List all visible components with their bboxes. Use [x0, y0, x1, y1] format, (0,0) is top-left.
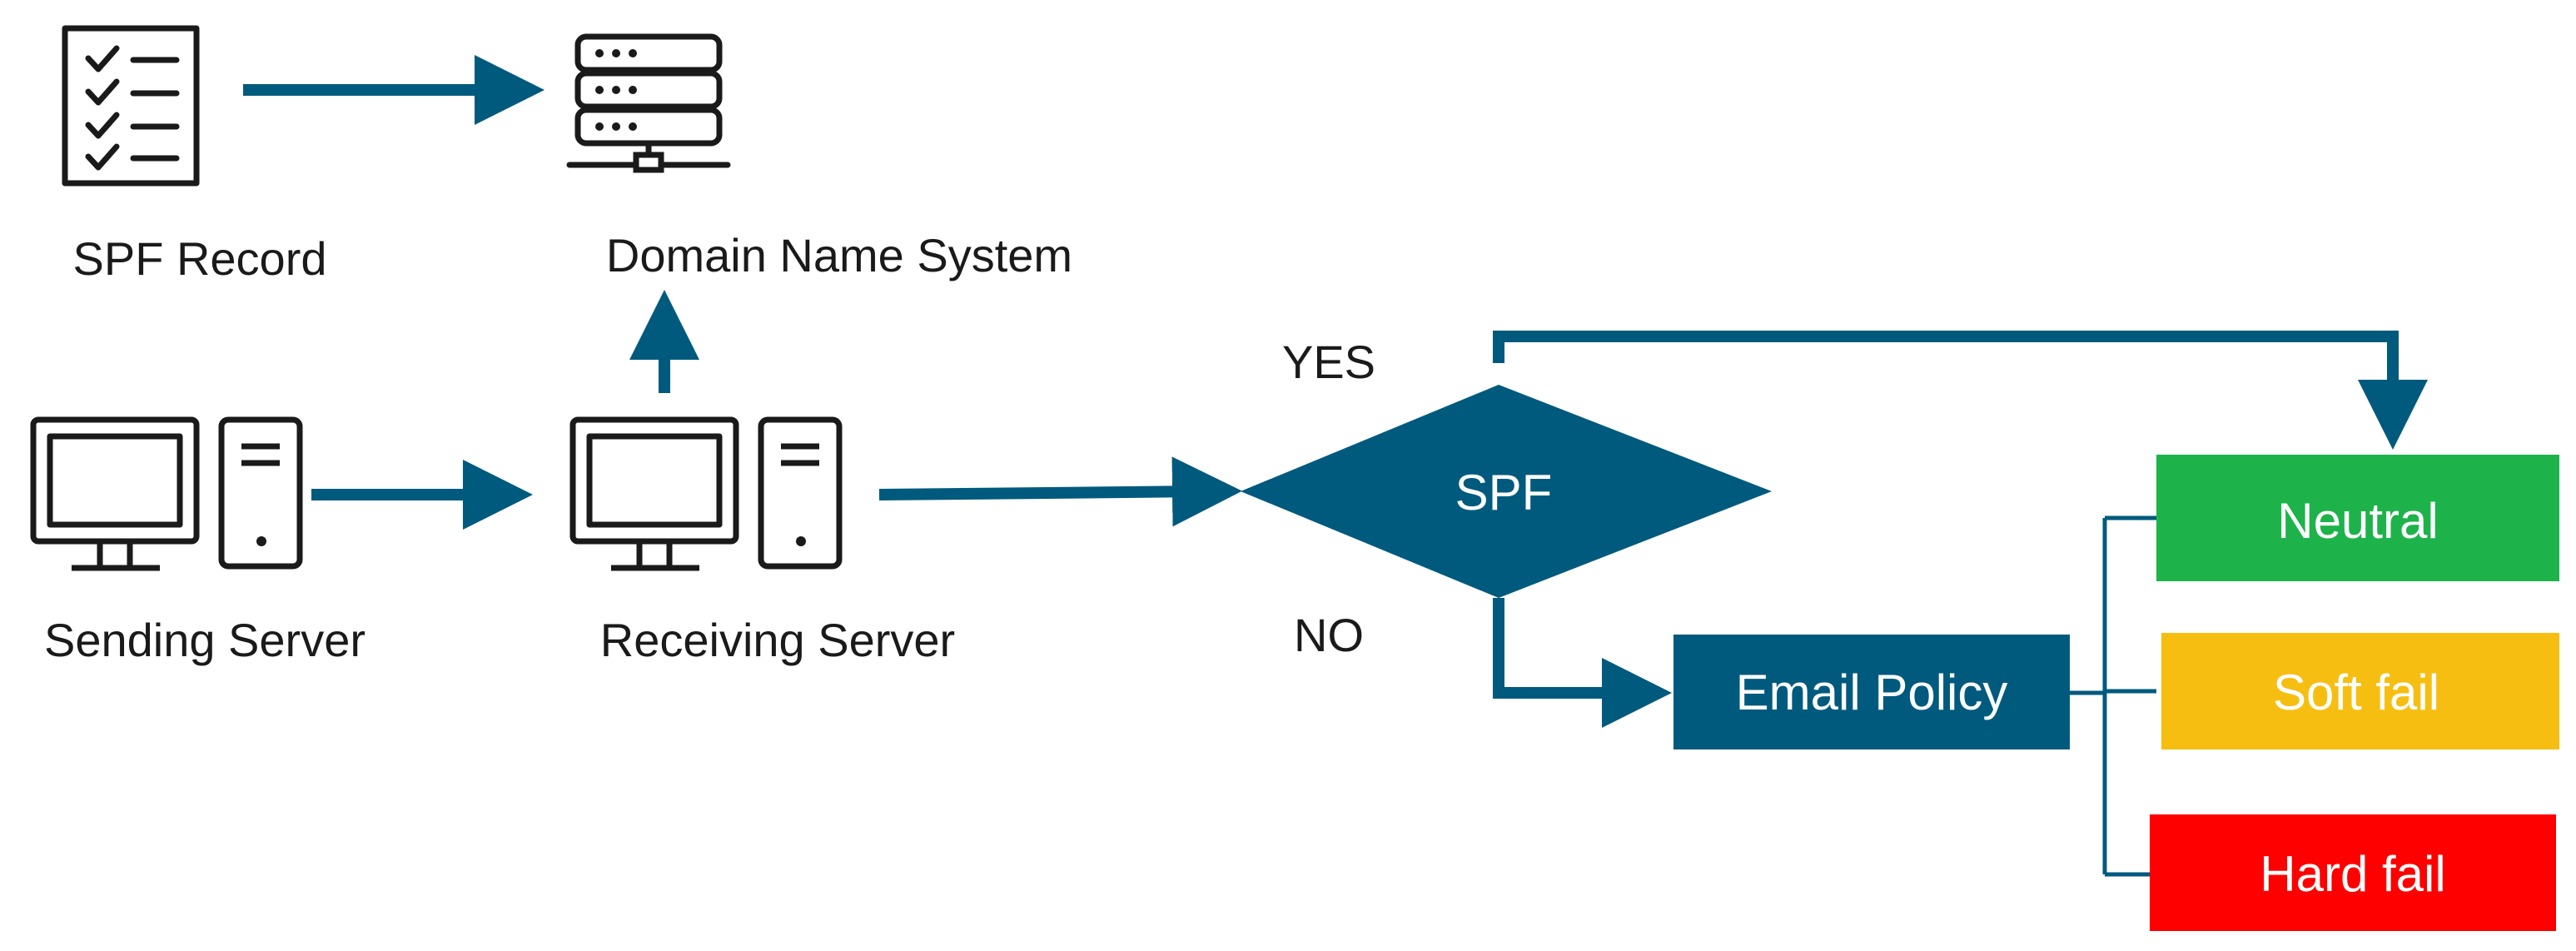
spf-decision-diamond [1241, 385, 1772, 598]
dns-label: Domain Name System [606, 229, 1072, 281]
outcome-bracket [2070, 515, 2156, 877]
tower-power-dot [256, 536, 266, 546]
checklist-icon [62, 25, 200, 187]
receiving-server-label: Receiving Server [600, 614, 955, 666]
no-connector [1493, 598, 1672, 728]
neutral-label: Neutral [2277, 493, 2438, 549]
hard-fail-label: Hard fail [2260, 846, 2445, 902]
tower-power-dot [796, 536, 806, 546]
email-policy-label: Email Policy [1736, 665, 2008, 720]
no-label: NO [1294, 609, 1364, 661]
soft-fail-box [2161, 633, 2559, 749]
server-rack-leds [595, 49, 637, 131]
neutral-box [2156, 455, 2559, 581]
computer-tower-icon [569, 416, 843, 571]
spf-decision-label: SPF [1455, 465, 1553, 520]
yes-label: YES [1282, 336, 1375, 388]
email-policy-box [1673, 635, 2070, 749]
computer-tower-icon [30, 416, 303, 571]
sending-server-label: Sending Server [44, 614, 366, 666]
arrow-receiving-to-spf [878, 456, 1242, 527]
soft-fail-label: Soft fail [2273, 665, 2439, 720]
spf-record-label: SPF Record [73, 232, 327, 285]
server-rack-icon [566, 33, 731, 173]
yes-connector [1493, 331, 2428, 450]
hard-fail-box [2150, 814, 2556, 931]
